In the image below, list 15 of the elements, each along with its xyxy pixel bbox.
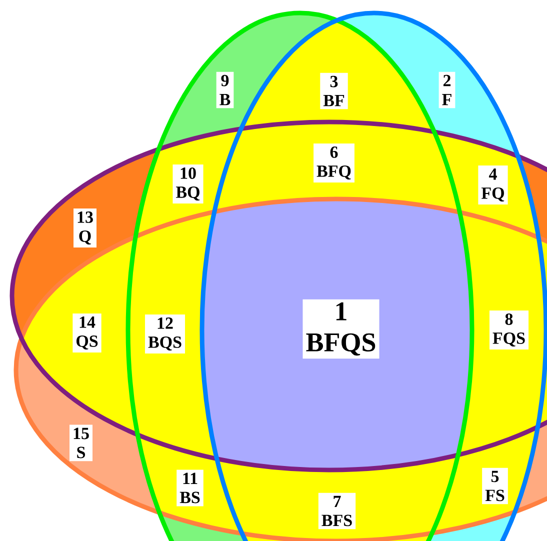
region-label: 2 F [438, 72, 456, 108]
region-label: 7 BFS [318, 492, 356, 530]
region-label: 4 FQ [478, 166, 508, 204]
region-label: 9 B [216, 72, 234, 108]
region-label: 12 BQS [145, 314, 185, 354]
region-label: 1 BFQS [302, 299, 380, 359]
region-label: 10 BQ [172, 164, 204, 204]
region-label: 6 BFQ [314, 144, 354, 182]
region-label: 8 FQS [489, 310, 529, 350]
region-label: 13 Q [74, 208, 96, 248]
region-label: 3 BF [320, 72, 348, 110]
region-label: 5 FS [482, 468, 508, 504]
region-label: 11 BS [176, 470, 204, 506]
region-label: 15 S [70, 424, 92, 462]
region-label: 14 QS [72, 314, 102, 352]
